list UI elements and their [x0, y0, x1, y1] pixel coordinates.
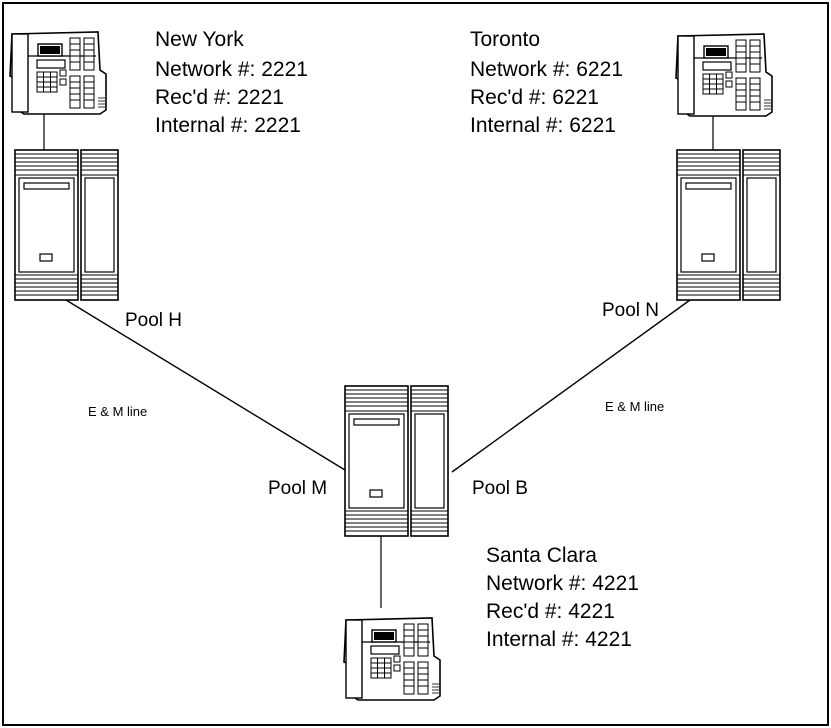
santa-clara-ksu-cabinet-icon [344, 385, 449, 537]
santa-clara-internal: Internal #: 4221 [486, 628, 632, 651]
santa-clara-recd: Rec'd #: 4221 [486, 600, 615, 623]
toronto-network: Network #: 6221 [470, 58, 623, 81]
new-york-telephone-icon [9, 31, 107, 115]
toronto-telephone-icon [675, 33, 773, 117]
new-york-info: New York Network #: 2221 Rec'd #: 2221 I… [155, 28, 308, 137]
e-m-line-right-label: E & M line [605, 399, 664, 414]
new-york-ksu-cabinet-icon [14, 149, 119, 301]
toronto-name: Toronto [470, 28, 540, 51]
santa-clara-telephone-icon [343, 617, 441, 701]
e-m-line-left-label: E & M line [88, 404, 147, 419]
toronto-recd: Rec'd #: 6221 [470, 86, 599, 109]
toronto-internal: Internal #: 6221 [470, 114, 616, 137]
santa-clara-info: Santa Clara Network #: 4221 Rec'd #: 422… [486, 544, 639, 651]
pool-n-label: Pool N [602, 300, 659, 321]
pool-m-label: Pool M [268, 478, 327, 499]
pool-h-label: Pool H [125, 310, 182, 331]
santa-clara-network: Network #: 4221 [486, 572, 639, 595]
santa-clara-name: Santa Clara [486, 544, 597, 567]
new-york-network: Network #: 2221 [155, 58, 308, 81]
new-york-name: New York [155, 28, 244, 51]
new-york-internal: Internal #: 2221 [155, 114, 301, 137]
toronto-ksu-cabinet-icon [676, 149, 781, 301]
new-york-recd: Rec'd #: 2221 [155, 86, 284, 109]
toronto-info: Toronto Network #: 6221 Rec'd #: 6221 In… [470, 28, 623, 137]
e-m-line-new-york-santa-clara [65, 299, 346, 471]
e-m-line-toronto-santa-clara [451, 299, 691, 473]
pool-b-label: Pool B [472, 478, 528, 499]
